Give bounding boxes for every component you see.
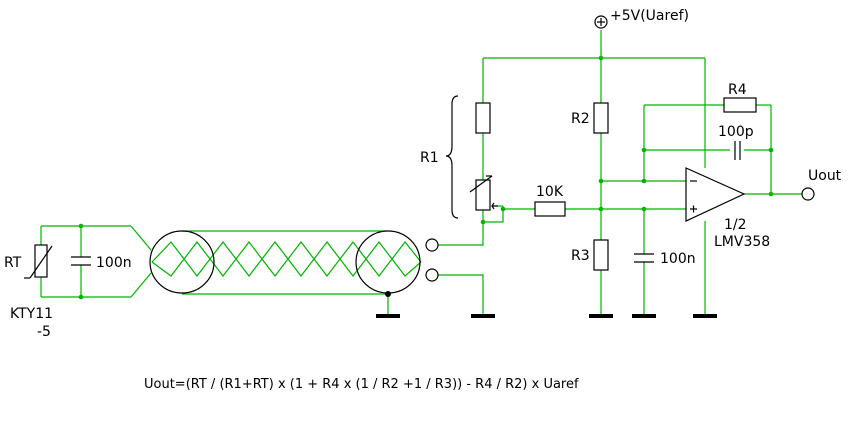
c-rt-label: 100n — [96, 255, 132, 271]
transfer-formula: Uout=(RT / (R1+RT) x (1 + R4 x (1 / R2 +… — [144, 377, 579, 392]
rt-label: RT — [4, 255, 22, 271]
r3-resistor — [593, 239, 609, 271]
c-r3-capacitor — [634, 253, 654, 263]
c-rt-capacitor — [71, 256, 91, 266]
opamp-label-line1: 1/2 — [724, 217, 747, 233]
junctions — [78, 55, 774, 300]
r3-label: R3 — [571, 248, 590, 264]
r-10k-resistor — [534, 201, 566, 217]
r2-resistor — [593, 102, 609, 134]
connector-terminal-signal — [425, 238, 439, 252]
r4-label: R4 — [728, 82, 747, 98]
r1-trimmer — [469, 175, 498, 211]
opamp-label-line2: LMV358 — [714, 234, 770, 250]
output-label: Uout — [808, 168, 842, 184]
thermistor-icon — [24, 244, 53, 279]
supply-terminal-icon — [594, 15, 608, 29]
r-10k-label: 10K — [536, 184, 564, 200]
cable-sheath-left — [149, 230, 215, 294]
r4-resistor — [723, 97, 757, 113]
shield-junction — [385, 291, 391, 297]
c-r3-label: 100n — [660, 251, 696, 267]
c-feedback-label: 100p — [718, 124, 754, 140]
connector-terminal-ground — [425, 268, 439, 282]
r1-label: R1 — [420, 150, 439, 166]
supply-label: +5V(Uaref) — [610, 8, 689, 24]
r2-label: R2 — [571, 111, 590, 127]
c-feedback-capacitor — [734, 141, 741, 160]
cable-sheath-right — [355, 230, 421, 294]
output-terminal — [801, 187, 815, 201]
r1-brace — [445, 95, 459, 219]
sensor-label-line2: -5 — [37, 324, 51, 340]
sensor-label-line1: KTY11 — [10, 306, 53, 322]
opamp-icon — [685, 167, 746, 222]
r1-upper-resistor — [475, 102, 491, 134]
